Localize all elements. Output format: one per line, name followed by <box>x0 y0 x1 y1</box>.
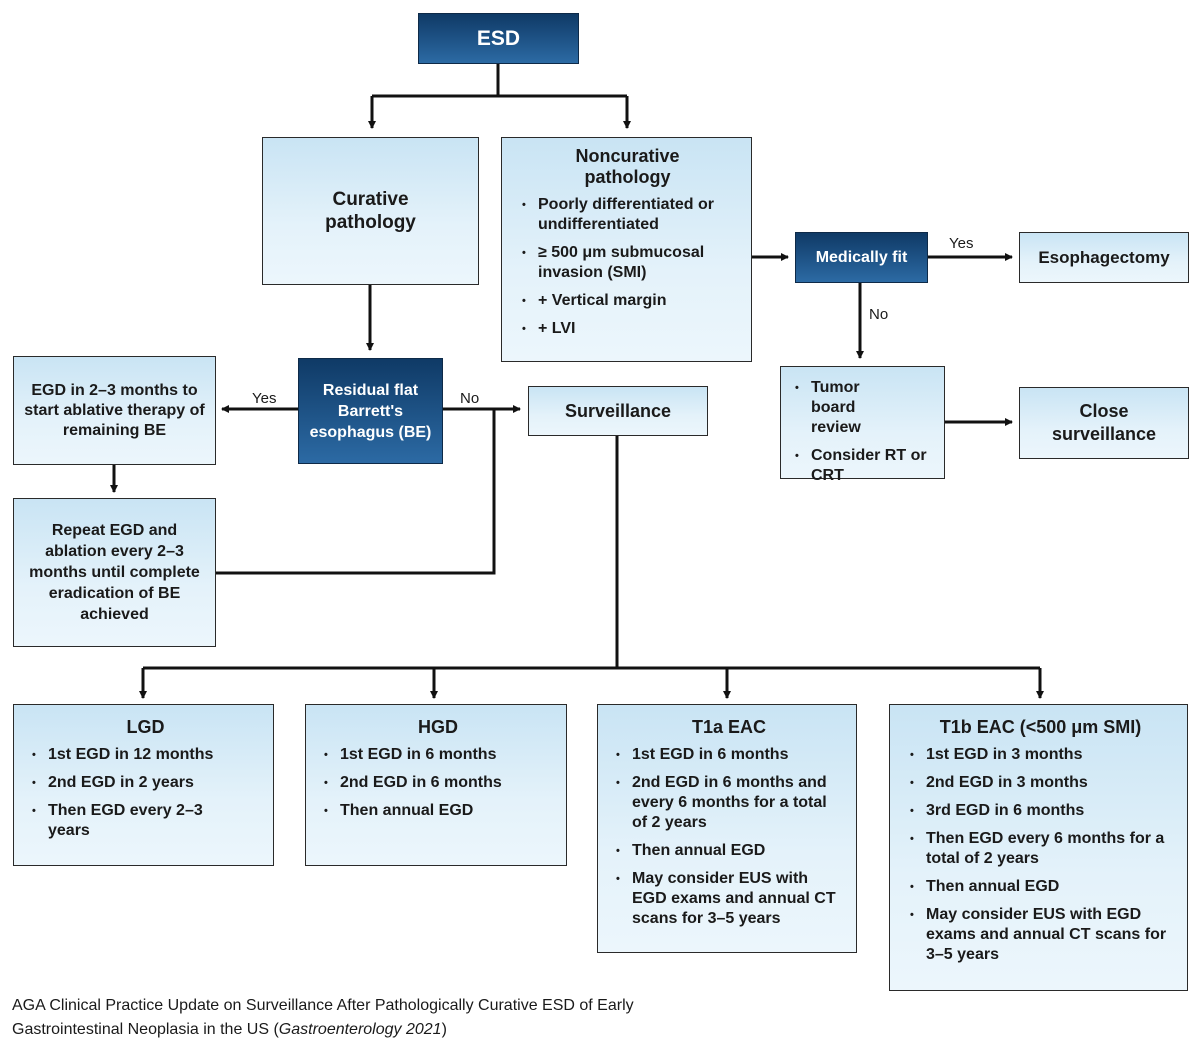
list-item: + Vertical margin <box>518 291 737 311</box>
t1a-eac-title: T1a EAC <box>691 717 767 737</box>
t1a-eac-node: T1a EAC 1st EGD in 6 months 2nd EGD in 6… <box>597 704 857 953</box>
list-item: Tumor board review <box>791 378 936 438</box>
lgd-title: LGD <box>126 717 165 737</box>
list-item: 1st EGD in 3 months <box>906 745 1175 765</box>
residual-flat-be-label: Residual flat Barrett's esophagus (BE) <box>309 381 432 441</box>
list-item: Then annual EGD <box>320 801 556 821</box>
esd-node: ESD <box>418 13 579 64</box>
repeat-egd-label: Repeat EGD and ablation every 2–3 months… <box>29 522 200 623</box>
hgd-node: HGD 1st EGD in 6 months 2nd EGD in 6 mon… <box>305 704 567 866</box>
t1b-eac-list: 1st EGD in 3 months 2nd EGD in 3 months … <box>906 745 1175 965</box>
noncurative-pathology-title: Noncurative pathology <box>575 146 680 187</box>
list-item: 2nd EGD in 3 months <box>906 773 1175 793</box>
list-item: 3rd EGD in 6 months <box>906 801 1175 821</box>
esophagectomy-label: Esophagectomy <box>1038 247 1170 267</box>
list-item: ≥ 500 μm submucosal invasion (SMI) <box>518 243 737 283</box>
list-item: Poorly differentiated or undifferentiate… <box>518 195 737 235</box>
list-item: Then EGD every 2–3 years <box>28 801 263 841</box>
lgd-node: LGD 1st EGD in 12 months 2nd EGD in 2 ye… <box>13 704 274 866</box>
curative-pathology-node: Curative pathology <box>262 137 479 285</box>
close-surveillance-node: Close surveillance <box>1019 387 1189 459</box>
caption-line-2-suffix: ) <box>441 1021 447 1038</box>
hgd-title: HGD <box>418 717 458 737</box>
tumor-board-node: Tumor board review Consider RT or CRT <box>780 366 945 484</box>
medically-fit-label: Medically fit <box>815 248 908 266</box>
caption-journal: Gastroenterology 2021 <box>278 1021 442 1038</box>
t1a-eac-list: 1st EGD in 6 months 2nd EGD in 6 months … <box>612 745 846 929</box>
list-item: May consider EUS with EGD exams and annu… <box>906 905 1175 965</box>
surveillance-label: Surveillance <box>564 400 672 421</box>
list-item: Then annual EGD <box>612 841 846 861</box>
egd-ablative-therapy-node: EGD in 2–3 months to start ablative ther… <box>13 356 216 465</box>
t1b-eac-node: T1b EAC (<500 μm SMI) 1st EGD in 3 month… <box>889 704 1188 991</box>
figure-caption: AGA Clinical Practice Update on Surveill… <box>12 994 634 1042</box>
list-item: 1st EGD in 6 months <box>612 745 846 765</box>
list-item: 2nd EGD in 2 years <box>28 773 263 793</box>
lgd-list: 1st EGD in 12 months 2nd EGD in 2 years … <box>28 745 263 841</box>
list-item: 1st EGD in 6 months <box>320 745 556 765</box>
noncurative-pathology-node: Noncurative pathology Poorly differentia… <box>501 137 752 362</box>
edge-label-yes-fit: Yes <box>949 235 974 252</box>
medically-fit-node: Medically fit <box>795 232 928 283</box>
noncurative-list: Poorly differentiated or undifferentiate… <box>518 195 737 339</box>
edge-label-no-fit: No <box>869 306 889 323</box>
residual-flat-be-node: Residual flat Barrett's esophagus (BE) <box>298 358 443 464</box>
t1b-eac-title: T1b EAC (<500 μm SMI) <box>939 717 1142 737</box>
list-item: 2nd EGD in 6 months and every 6 months f… <box>612 773 846 833</box>
list-item: 1st EGD in 12 months <box>28 745 263 765</box>
caption-line-2-prefix: Gastrointestinal Neoplasia in the US ( <box>12 1021 279 1038</box>
edge-label-yes-residual: Yes <box>252 390 277 407</box>
edge-label-no-residual: No <box>460 390 480 407</box>
repeat-egd-node: Repeat EGD and ablation every 2–3 months… <box>13 498 216 647</box>
esd-label: ESD <box>476 26 521 50</box>
list-item: + LVI <box>518 319 737 339</box>
list-item: 2nd EGD in 6 months <box>320 773 556 793</box>
surveillance-node: Surveillance <box>528 386 708 436</box>
egd-ablative-therapy-label: EGD in 2–3 months to start ablative ther… <box>24 381 205 439</box>
caption-line-2: Gastrointestinal Neoplasia in the US (Ga… <box>12 1018 634 1042</box>
list-item: Then annual EGD <box>906 877 1175 897</box>
close-surveillance-label: Close surveillance <box>1051 401 1157 444</box>
hgd-list: 1st EGD in 6 months 2nd EGD in 6 months … <box>320 745 556 821</box>
tumor-board-list: Tumor board review Consider RT or CRT <box>791 378 936 486</box>
list-item: May consider EUS with EGD exams and annu… <box>612 869 846 929</box>
list-item: Consider RT or CRT <box>791 446 936 486</box>
curative-pathology-label: Curative pathology <box>325 189 416 233</box>
caption-line-1: AGA Clinical Practice Update on Surveill… <box>12 997 634 1014</box>
list-item: Then EGD every 6 months for a total of 2… <box>906 829 1175 869</box>
esophagectomy-node: Esophagectomy <box>1019 232 1189 283</box>
